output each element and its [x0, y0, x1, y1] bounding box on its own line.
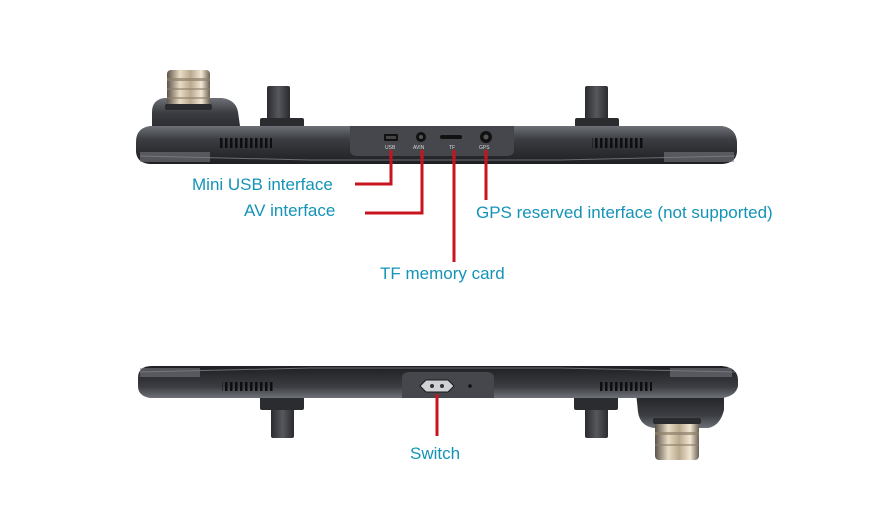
label-gps-reserved-interface: GPS reserved interface (not supported)	[476, 203, 773, 222]
vent-grille-right	[592, 138, 644, 148]
callout-line-mini-usb	[355, 150, 393, 186]
callout-line-av	[365, 150, 424, 215]
rear-camera-lens	[165, 70, 212, 110]
label-tf-memory-card: TF memory card	[380, 264, 505, 283]
port-panel	[350, 126, 514, 156]
usb-port-icon	[384, 134, 398, 141]
usb-port-label: USB	[385, 145, 396, 151]
tf-slot-icon	[440, 135, 462, 139]
tf-slot-label: TF	[449, 145, 455, 151]
bottom-mount-clip-right	[574, 396, 618, 438]
bottom-mount-clip-left	[260, 396, 304, 438]
mount-clip-right	[575, 86, 619, 132]
top-view-device: USB AVIN TF GPS	[136, 70, 737, 164]
bottom-vent-grille-right	[600, 382, 652, 391]
mount-clip-left	[260, 86, 304, 132]
bottom-camera-lens	[653, 418, 701, 460]
power-switch-icon	[419, 379, 455, 393]
av-port-icon	[416, 132, 426, 142]
label-switch: Switch	[410, 444, 461, 463]
label-mini-usb-interface: Mini USB interface	[192, 175, 333, 194]
vent-grille-left	[220, 138, 272, 148]
bottom-view-device	[138, 366, 738, 460]
callout-lines-top	[355, 150, 488, 262]
label-av-interface: AV interface	[244, 201, 336, 220]
gps-port-label: GPS	[479, 145, 490, 151]
gps-port-icon	[480, 131, 492, 143]
av-port-label: AVIN	[413, 145, 425, 151]
bottom-vent-grille-left	[222, 382, 274, 391]
reset-hole-icon	[468, 384, 472, 388]
